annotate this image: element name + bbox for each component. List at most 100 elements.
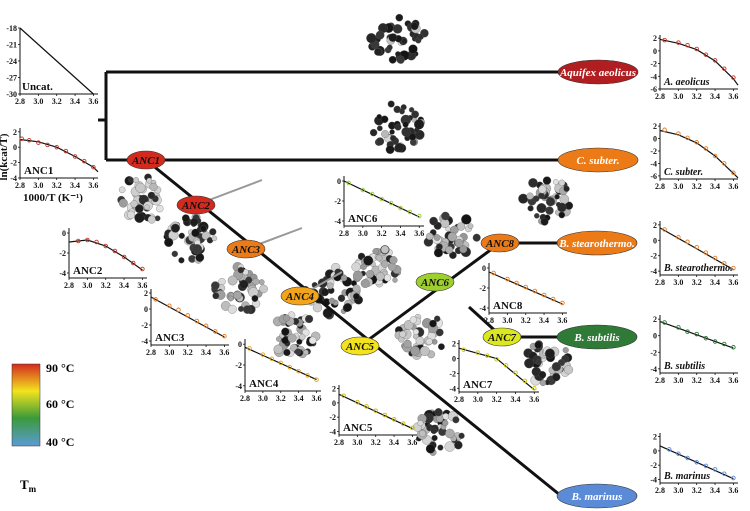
y-tick-label: -4: [141, 337, 148, 346]
data-point: [721, 66, 727, 71]
structure-atom: [343, 303, 352, 312]
fit-line: [68, 239, 143, 271]
x-tick-label: 2.8: [454, 395, 464, 404]
structure-atom: [303, 349, 309, 356]
leaf-label: B. subtilis: [573, 332, 619, 344]
legend-title: Tm: [20, 477, 37, 494]
y-tick-label: -2: [650, 252, 657, 261]
fit-line: [659, 38, 739, 86]
data-point: [269, 356, 275, 362]
structure-atom: [441, 211, 450, 221]
x-tick-label: 3.2: [492, 395, 502, 404]
node-anc6: ANC6: [415, 272, 455, 292]
data-point: [694, 331, 699, 337]
data-point: [662, 320, 667, 325]
structure-atom: [538, 185, 547, 194]
y-tick-label: 0: [13, 143, 17, 152]
y-tick-label: 2: [332, 385, 336, 394]
plot-title: ANC1: [24, 165, 53, 177]
structure-atom: [536, 203, 547, 214]
structure-atom: [337, 294, 346, 302]
x-tick-label: 2.8: [484, 316, 494, 325]
structure-atom: [171, 250, 178, 258]
structure-atom: [126, 210, 136, 219]
structure-atom: [375, 254, 383, 262]
leaf-ellipse: [557, 59, 639, 85]
structure-atom: [296, 338, 303, 345]
node-ellipse: [126, 150, 166, 170]
plot-title: ANC8: [493, 300, 523, 312]
data-point: [662, 227, 667, 232]
y-tick-label: 0: [653, 236, 657, 245]
data-point: [703, 146, 709, 151]
structure-atom: [388, 55, 397, 64]
y-tick-label: -2: [10, 159, 17, 168]
structure-atom: [340, 274, 348, 282]
plot-title: B. marinus: [663, 471, 710, 482]
structure-atom: [545, 197, 556, 207]
structure-atom: [430, 427, 438, 435]
data-point: [491, 270, 496, 276]
structure-atom: [558, 211, 566, 219]
structure-atom: [437, 444, 444, 451]
data-point: [662, 127, 667, 133]
y-tick-label: 2: [13, 128, 17, 137]
structure-atom: [449, 251, 457, 259]
x-tick-label: 3.0: [673, 182, 683, 191]
structure-atom: [401, 38, 408, 45]
legend-tick-60: 60 °C: [46, 397, 74, 411]
structure-atom: [259, 284, 268, 294]
node-anc4: ANC4: [280, 286, 320, 306]
structure-atom: [376, 137, 385, 146]
data-point: [484, 353, 490, 358]
structure-atom: [308, 336, 317, 345]
data-point: [75, 238, 81, 244]
legend-title-main: T: [20, 477, 29, 492]
node-anc1: ANC1: [126, 150, 166, 170]
plot-title: ANC2: [73, 265, 103, 277]
structure-atom: [218, 278, 226, 286]
structure-atom: [408, 44, 418, 54]
leaf-ellipse: [556, 324, 638, 350]
data-point: [54, 144, 59, 150]
data-point: [91, 164, 96, 170]
structure-atom: [534, 341, 543, 349]
structure-atom: [552, 372, 561, 382]
y-tick-label: 0: [62, 229, 66, 238]
data-point: [222, 333, 227, 339]
data-point: [203, 323, 209, 329]
structure-atom: [399, 330, 406, 338]
structure-atom: [563, 185, 570, 192]
y-tick-label: -2: [235, 361, 242, 370]
x-tick-label: 3.2: [101, 281, 111, 290]
structure-atom: [351, 262, 361, 272]
data-point: [712, 467, 718, 472]
structure-atom: [459, 245, 468, 254]
leaf-bsubtilis: B. subtilis: [556, 324, 638, 350]
node-anc3: ANC3: [226, 239, 266, 259]
data-point: [398, 205, 403, 211]
fit-line: [19, 27, 94, 95]
structure-atom: [399, 108, 405, 115]
data-point: [731, 75, 736, 80]
data-point: [287, 364, 292, 370]
data-point: [712, 153, 718, 159]
y-tick-label: -4: [650, 267, 657, 276]
x-tick-label: 3.0: [164, 348, 174, 357]
y-tick-label: -2: [650, 348, 657, 357]
y-tick-label: 0: [238, 340, 242, 349]
structure-atom: [452, 416, 460, 424]
x-tick-label: 2.8: [655, 376, 665, 385]
structure-atom: [528, 178, 538, 188]
node-label: ANC6: [420, 277, 450, 289]
y-tick-label: 0: [653, 332, 657, 341]
y-tick-label: -2: [141, 321, 148, 330]
data-point: [278, 360, 284, 366]
structure-atom: [227, 304, 237, 314]
structure-atom: [312, 303, 322, 313]
